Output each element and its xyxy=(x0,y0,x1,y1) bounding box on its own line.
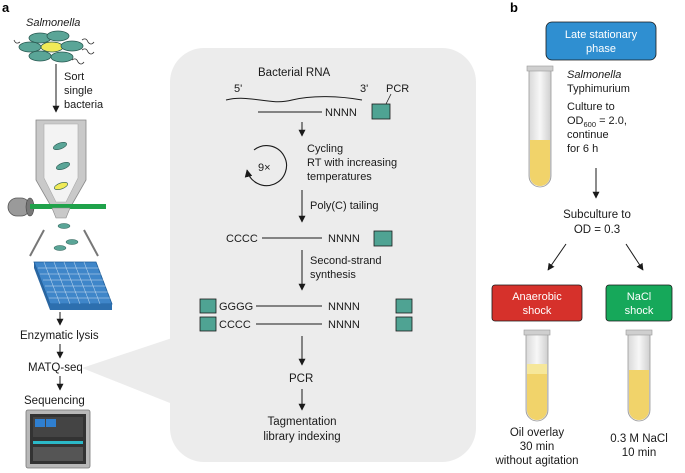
culture-od: OD600 = 2.0, xyxy=(567,115,627,129)
culture-salmonella: Salmonella xyxy=(567,69,621,81)
anaerobic-label-1: Anaerobic xyxy=(512,291,562,303)
anaerobic-cond-2: 30 min xyxy=(520,441,555,453)
ds-adapter-bottom-left xyxy=(199,316,217,332)
bacterial-rna-label: Bacterial RNA xyxy=(258,67,331,79)
nacl-cond-2: 10 min xyxy=(622,447,657,459)
culture-typhimurium: Typhimurium xyxy=(567,83,630,95)
second-strand-label-2: synthesis xyxy=(310,269,356,281)
workflow-panel xyxy=(170,48,476,462)
culture-tube-icon xyxy=(526,65,554,188)
panel-letter-a: a xyxy=(2,0,10,15)
od-subscript: 600 xyxy=(584,120,597,129)
anaerobic-tube-icon xyxy=(523,329,551,422)
nacl-label-2: shock xyxy=(625,305,654,317)
salmonella-label: Salmonella xyxy=(26,17,80,29)
ds-gggg: GGGG xyxy=(219,301,253,313)
ds-nnnn-top: NNNN xyxy=(328,301,360,313)
sort-label-1: Sort xyxy=(64,71,84,83)
five-prime-label: 5' xyxy=(234,83,242,95)
polyc-label: Poly(C) tailing xyxy=(310,200,378,212)
nacl-tube-icon xyxy=(625,329,653,422)
ds-adapter-bottom-right xyxy=(395,316,413,332)
enzymatic-lysis-label: Enzymatic lysis xyxy=(20,330,99,342)
tagmentation-label-2: library indexing xyxy=(263,431,340,443)
od-prefix: OD xyxy=(567,115,584,127)
late-stationary-label-1: Late stationary xyxy=(565,29,638,41)
culture-to: Culture to xyxy=(567,101,615,113)
pcr-tag-pointer xyxy=(385,93,392,105)
nacl-cond-1: 0.3 M NaCl xyxy=(610,433,668,445)
sequencer-icon xyxy=(25,409,91,469)
ds-nnnn-bottom: NNNN xyxy=(328,319,360,331)
nacl-label-1: NaCl xyxy=(627,291,651,303)
culture-6h: for 6 h xyxy=(567,143,598,155)
nacl-shock-box xyxy=(605,284,673,322)
tailed-cccc: CCCC xyxy=(226,233,258,245)
tailed-adapter-box xyxy=(373,230,393,247)
anaerobic-cond-3: without agitation xyxy=(494,455,578,467)
arrow-to-nacl xyxy=(625,243,644,271)
ds-adapter-top-left xyxy=(199,298,217,314)
pcr-label: PCR xyxy=(289,373,313,385)
cycling-label-2: RT with increasing xyxy=(307,157,397,169)
cycling-label-1: Cycling xyxy=(307,143,343,155)
bacteria-cluster-icon xyxy=(13,30,95,65)
pcr-tag-label: PCR xyxy=(386,83,409,95)
late-stationary-box xyxy=(545,21,657,61)
tagmentation-label-1: Tagmentation xyxy=(267,416,336,428)
matq-seq-label: MATQ-seq xyxy=(28,362,83,374)
arrow-to-anaerobic xyxy=(547,243,567,271)
cycle-count: 9× xyxy=(258,162,271,174)
zoom-connector xyxy=(82,337,175,405)
subculture-label-1: Subculture to xyxy=(563,209,631,221)
anaerobic-cond-1: Oil overlay xyxy=(510,427,565,439)
cycling-label-3: temperatures xyxy=(307,171,372,183)
culture-continue: continue xyxy=(567,129,609,141)
anaerobic-shock-box xyxy=(491,284,583,322)
pcr-adapter-box xyxy=(371,103,391,120)
panel-letter-b: b xyxy=(510,0,518,15)
sort-label-2: single xyxy=(64,85,93,97)
three-prime-label: 3' xyxy=(360,83,368,95)
well-plate-icon xyxy=(33,261,113,310)
rna-strand xyxy=(225,96,363,103)
sort-label-3: bacteria xyxy=(64,99,104,111)
sequencing-label: Sequencing xyxy=(24,395,85,407)
cycle-arrow-icon xyxy=(244,145,288,187)
flow-sorter-icon xyxy=(7,119,106,257)
ds-cccc: CCCC xyxy=(219,319,251,331)
primer-nnnn: NNNN xyxy=(325,107,357,119)
anaerobic-label-2: shock xyxy=(523,305,552,317)
tailed-nnnn: NNNN xyxy=(328,233,360,245)
ds-adapter-top-right xyxy=(395,298,413,314)
od-suffix: = 2.0, xyxy=(596,115,627,127)
late-stationary-label-2: phase xyxy=(586,43,616,55)
subculture-label-2: OD = 0.3 xyxy=(574,224,620,236)
second-strand-label-1: Second-strand xyxy=(310,255,382,267)
